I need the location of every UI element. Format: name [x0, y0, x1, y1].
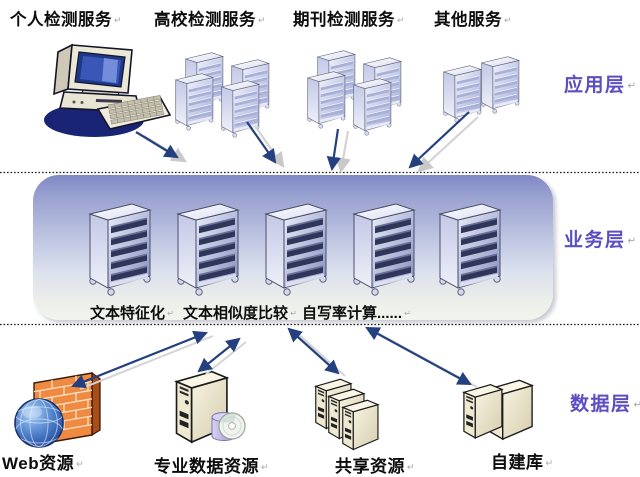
- service-label-personal: 个人检测服务: [10, 6, 122, 30]
- database-server-icon: [175, 370, 246, 443]
- firewall-globe-icon: [14, 371, 101, 448]
- source-label-shared: 共享资源: [335, 452, 415, 477]
- service-label-university: 高校检测服务: [154, 6, 266, 30]
- service-label-journal: 期刊检测服务: [293, 6, 405, 30]
- source-label-selfbuilt: 自建库: [491, 448, 554, 473]
- layer-separator-line: [0, 171, 640, 326]
- app-to-business-arrows: [135, 111, 470, 172]
- desktop-pc-icon: [44, 43, 172, 137]
- layer-label-data: 数据层: [570, 389, 640, 416]
- source-label-professional: 专业数据资源: [154, 452, 269, 477]
- business-to-data-arrows: [71, 326, 472, 389]
- layer-label-application: 应用层: [564, 70, 638, 97]
- layer-label-business: 业务层: [564, 225, 638, 252]
- function-label-selfrate: 自写率计算......: [302, 302, 411, 323]
- function-label-similarity: 文本相似度比较: [183, 302, 297, 323]
- function-label-featurize: 文本特征化: [90, 302, 174, 323]
- source-label-web: Web资源: [2, 449, 84, 474]
- service-label-other: 其他服务: [434, 6, 512, 30]
